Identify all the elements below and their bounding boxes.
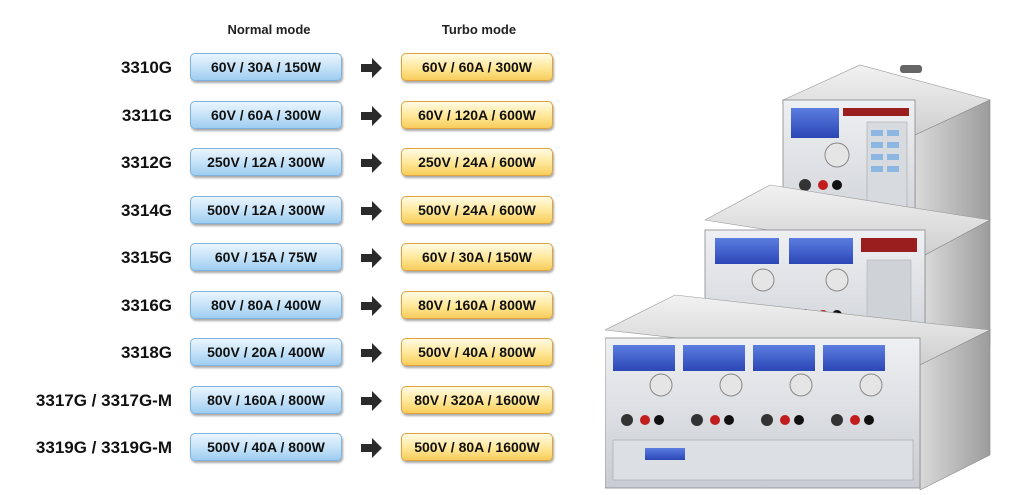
- model-row: 3312G 250V / 12A / 300W 250V / 24A / 600…: [0, 143, 600, 191]
- model-name: 3314G: [120, 200, 172, 220]
- right-arrow-icon: [361, 390, 382, 411]
- model-row: 3314G 500V / 12A / 300W 500V / 24A / 600…: [0, 191, 600, 239]
- model-name: 3318G: [120, 343, 172, 362]
- right-arrow-icon: [361, 153, 382, 173]
- model-row: 3319G / 3319G-M 500V / 40A / 800W 500V /…: [0, 428, 600, 476]
- turbo-spec: 500V / 40A / 800W: [401, 338, 553, 366]
- right-arrow-icon: [361, 58, 382, 78]
- normal-spec: 80V / 80A / 400W: [190, 290, 342, 319]
- turbo-spec: 250V / 24A / 600W: [401, 148, 553, 176]
- model-name: 3319G / 3319G-M: [35, 438, 172, 457]
- right-arrow-icon: [361, 248, 382, 268]
- turbo-spec: 500V / 80A / 1600W: [401, 433, 553, 461]
- right-arrow-icon: [361, 438, 382, 458]
- model-row: 3318G 500V / 20A / 400W 500V / 40A / 800…: [0, 333, 600, 381]
- right-arrow-icon: [361, 343, 382, 363]
- model-row: 3315G 60V / 15A / 75W 60V / 30A / 150W: [0, 238, 600, 286]
- normal-spec: 60V / 30A / 150W: [190, 53, 342, 81]
- model-table: 3310G 60V / 30A / 150W 60V / 60A / 300W …: [0, 48, 600, 476]
- turbo-spec: 80V / 320A / 1600W: [401, 385, 553, 414]
- turbo-spec: 60V / 30A / 150W: [401, 243, 553, 271]
- normal-spec: 80V / 160A / 800W: [190, 385, 342, 414]
- right-arrow-icon: [361, 295, 382, 316]
- normal-spec: 500V / 20A / 400W: [190, 338, 342, 366]
- turbo-spec: 80V / 160A / 800W: [401, 290, 553, 319]
- normal-spec: 60V / 15A / 75W: [190, 243, 342, 271]
- turbo-spec: 60V / 60A / 300W: [401, 53, 553, 81]
- turbo-spec: 500V / 24A / 600W: [401, 195, 553, 224]
- turbo-mode-header: Turbo mode: [441, 22, 517, 37]
- model-name: 3316G: [120, 295, 172, 315]
- model-row: 3317G / 3317G-M 80V / 160A / 800W 80V / …: [0, 381, 600, 429]
- normal-spec: 500V / 12A / 300W: [190, 195, 342, 224]
- right-arrow-icon: [361, 105, 382, 126]
- right-arrow-icon: [361, 200, 382, 221]
- model-name: 3317G / 3317G-M: [35, 390, 172, 410]
- model-row: 3316G 80V / 80A / 400W 80V / 160A / 800W: [0, 286, 600, 334]
- model-name: 3311G: [121, 105, 172, 125]
- model-row: 3311G 60V / 60A / 300W 60V / 120A / 600W: [0, 96, 600, 144]
- model-row: 3310G 60V / 30A / 150W 60V / 60A / 300W: [0, 48, 600, 96]
- normal-mode-header: Normal mode: [227, 22, 311, 37]
- normal-spec: 500V / 40A / 800W: [190, 433, 342, 461]
- normal-spec: 250V / 12A / 300W: [190, 148, 342, 176]
- electronic-load-mainframes-image: [605, 64, 992, 490]
- normal-spec: 60V / 60A / 300W: [190, 100, 342, 129]
- model-name: 3312G: [120, 153, 172, 172]
- model-name: 3315G: [120, 248, 172, 267]
- turbo-spec: 60V / 120A / 600W: [401, 100, 553, 129]
- model-name: 3310G: [120, 58, 172, 77]
